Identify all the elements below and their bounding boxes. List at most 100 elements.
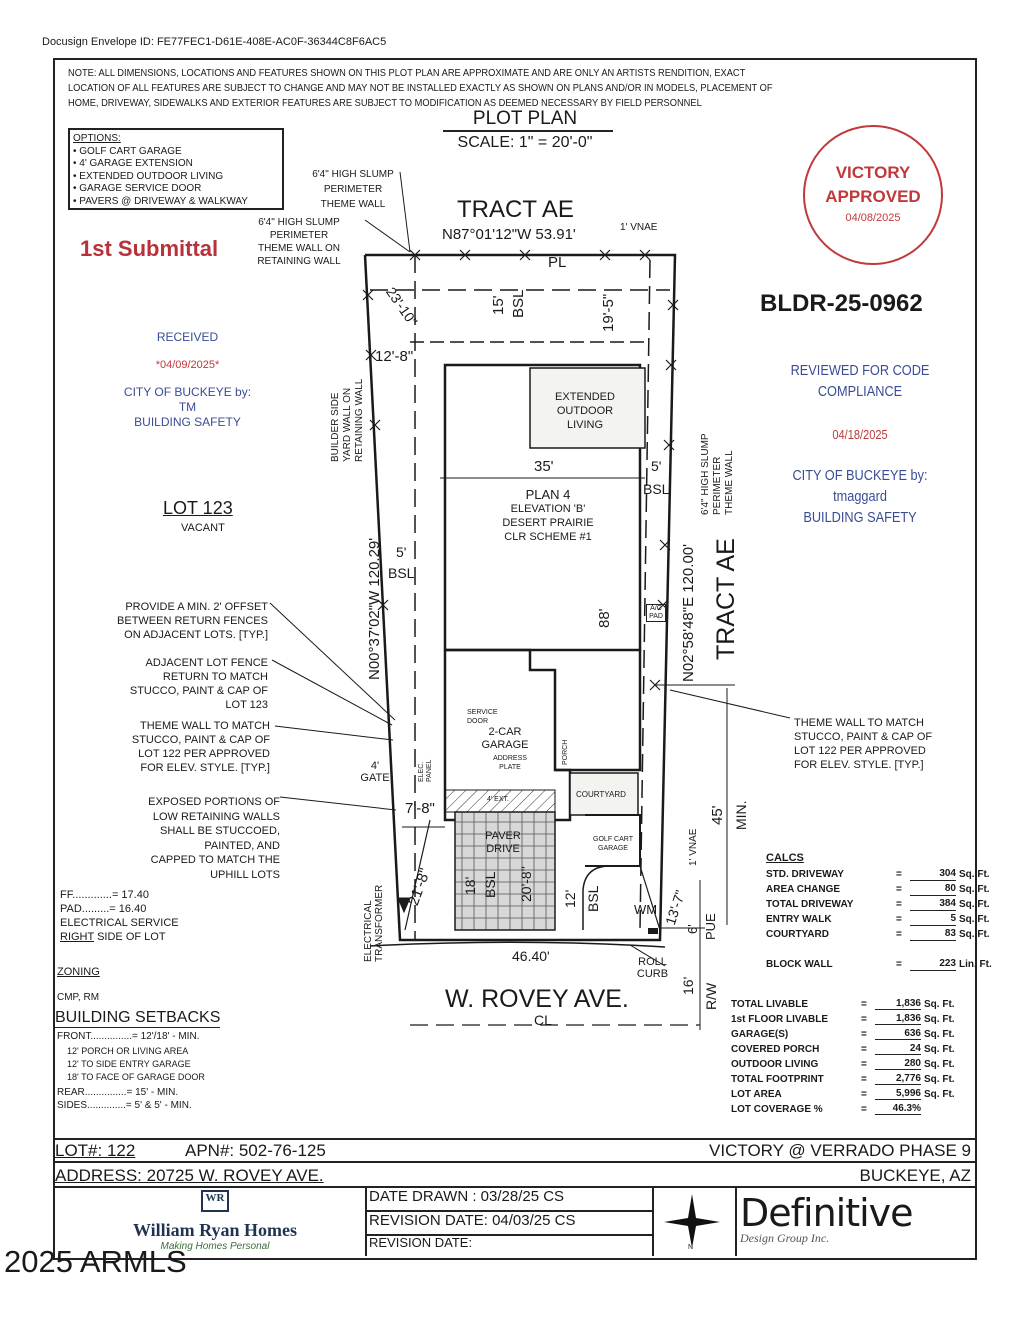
leader-line	[669, 689, 791, 719]
calc-unit: Sq. Ft.	[959, 884, 990, 896]
builder-wall-callout: BUILDER SIDE YARD WALL ON RETAINING WALL	[330, 379, 366, 462]
ac-pad: A/C PAD	[646, 604, 666, 623]
callout-line: PERIMETER	[712, 456, 723, 515]
title-row-lot: LOT#: 122 APN#: 502-76-125 VICTORY @ VER…	[53, 1141, 975, 1163]
label-line: ADDRESS	[493, 755, 527, 762]
calc-label: TOTAL DRIVEWAY	[766, 899, 854, 911]
calc-unit: Sq. Ft.	[959, 929, 990, 941]
north-label: N	[688, 1244, 694, 1251]
equals: =	[896, 899, 902, 911]
label-line: PANEL	[426, 759, 433, 782]
bsl-rear: BSL	[510, 289, 527, 318]
designer-logo-tagline: Design Group Inc.	[740, 1230, 830, 1245]
courtyard-label: COURTYARD	[576, 790, 626, 799]
rw-label: R/W	[703, 982, 719, 1010]
callout-line: PAINTED, AND	[204, 839, 280, 852]
label-line: GATE	[360, 772, 390, 784]
calc-unit: Sq. Ft.	[959, 899, 990, 911]
total-value: 46.3%	[875, 1103, 921, 1115]
lot-123-label: LOT 123	[163, 498, 233, 518]
total-unit: Sq. Ft.	[924, 1043, 955, 1055]
equals: =	[861, 1088, 867, 1100]
total-value: 280	[875, 1058, 921, 1070]
city: BUCKEYE, AZ	[859, 1166, 971, 1185]
page-title: PLOT PLAN	[472, 108, 578, 129]
stamp-line: VICTORY	[835, 163, 911, 182]
paver-drive-label: PAVER DRIVE	[478, 830, 528, 856]
callout-line: THEME WALL	[724, 450, 735, 515]
service-side-rest: SIDE OF LOT	[94, 931, 166, 943]
pue-label: PUE	[703, 913, 718, 940]
reviewed-by: tmaggard	[833, 488, 887, 505]
total-value: 5,996	[875, 1088, 921, 1100]
dimension-line	[404, 819, 431, 931]
callout-line: YARD WALL ON	[342, 387, 353, 462]
callout-line: ON ADJACENT LOTS. [TYP.]	[124, 629, 268, 641]
calc-value: 83	[910, 928, 956, 941]
total-label: TOTAL LIVABLE	[731, 998, 809, 1010]
equals: =	[861, 1073, 867, 1085]
leader-line	[629, 944, 666, 967]
dim-12-8: 12'-8"	[375, 348, 414, 365]
total-unit: Sq. Ft.	[924, 1088, 955, 1100]
water-meter-label: WM	[634, 902, 658, 917]
calc-label: BLOCK WALL	[766, 959, 833, 971]
calc-label: AREA CHANGE	[766, 884, 841, 896]
total-unit: Sq. Ft.	[924, 1058, 955, 1070]
label-line: OUTDOOR	[556, 405, 614, 417]
callout-line: 6'4" HIGH SLUMP	[312, 169, 394, 180]
calc-value: 5	[910, 913, 956, 926]
setback-sides: SIDES..............= 5' & 5' - MIN.	[57, 1100, 192, 1111]
callout-line: STUCCO, PAINT & CAP OF	[129, 685, 268, 697]
paver-drive	[454, 811, 556, 931]
equals: =	[896, 869, 902, 881]
dim-45: 45'	[709, 805, 726, 825]
porch-label: PORCH	[562, 739, 569, 765]
callout-line: PERIMETER	[323, 184, 383, 195]
leader-line	[274, 725, 394, 741]
total-label: OUTDOOR LIVING	[731, 1058, 819, 1070]
callout-line: SHALL BE STUCCOED,	[159, 825, 280, 837]
setback-notes: 12' PORCH OR LIVING AREA 12' TO SIDE ENT…	[57, 1045, 205, 1084]
address-plate-label: ADDRESS PLATE	[480, 754, 540, 772]
centerline-mark: CL	[534, 1012, 552, 1028]
callout-theme-wall-right: THEME WALL TO MATCH STUCCO, PAINT & CAP …	[794, 716, 932, 772]
callout-line: LOT 122 PER APPROVED	[794, 745, 926, 757]
label-line: PLAN 4	[525, 487, 571, 502]
stamp-date: 04/08/2025	[845, 212, 901, 225]
title-block-rule	[53, 1138, 975, 1140]
dim-19-5: 19'-5"	[600, 293, 617, 332]
callout-retaining-walls: EXPOSED PORTIONS OF LOW RETAINING WALLS …	[100, 795, 280, 882]
callout-offset: PROVIDE A MIN. 2' OFFSET BETWEEN RETURN …	[90, 600, 268, 642]
total-value: 1,836	[875, 998, 921, 1010]
walkway-curve	[582, 865, 611, 930]
plan-name: PLAN 4 ELEVATION 'B' DESERT PRAIRIE CLR …	[488, 488, 608, 544]
received-date: *04/09/2025*	[155, 359, 220, 371]
wall-callout-retaining: 6'4" HIGH SLUMP PERIMETER THEME WALL ON …	[245, 216, 353, 268]
service-side-row: RIGHT SIDE OF LOT	[60, 930, 179, 944]
bsl-front-right: BSL	[585, 885, 601, 912]
callout-line: LOT 122 PER APPROVED	[138, 748, 270, 760]
callout-adjacent-fence: ADJACENT LOT FENCE RETURN TO MATCH STUCC…	[90, 656, 268, 712]
calc-value: 223	[910, 958, 956, 971]
label-line: DRIVE	[486, 843, 520, 855]
callout-line: PROVIDE A MIN. 2' OFFSET	[125, 601, 268, 613]
callout-line: THEME WALL TO MATCH	[140, 720, 270, 732]
setback-front: FRONT...............= 12'/18' - MIN.	[57, 1031, 200, 1042]
dim-20-8: 20'-8"	[518, 866, 534, 902]
label-line: DESERT PRAIRIE	[502, 517, 594, 529]
revision-table: DATE DRAWN : 03/28/25 CS REVISION DATE: …	[365, 1188, 654, 1256]
setbacks-block: FRONT...............= 12'/18' - MIN. 12'…	[57, 1030, 205, 1112]
total-value: 1,836	[875, 1013, 921, 1025]
vnae-right: 1' VNAE	[688, 828, 699, 866]
dimension-line	[639, 865, 661, 931]
wall-callout-top: 6'4" HIGH SLUMP PERIMETER THEME WALL	[298, 167, 408, 212]
dim-7-8: 7'-8"	[405, 800, 435, 817]
calc-unit: Sq. Ft.	[959, 869, 990, 881]
